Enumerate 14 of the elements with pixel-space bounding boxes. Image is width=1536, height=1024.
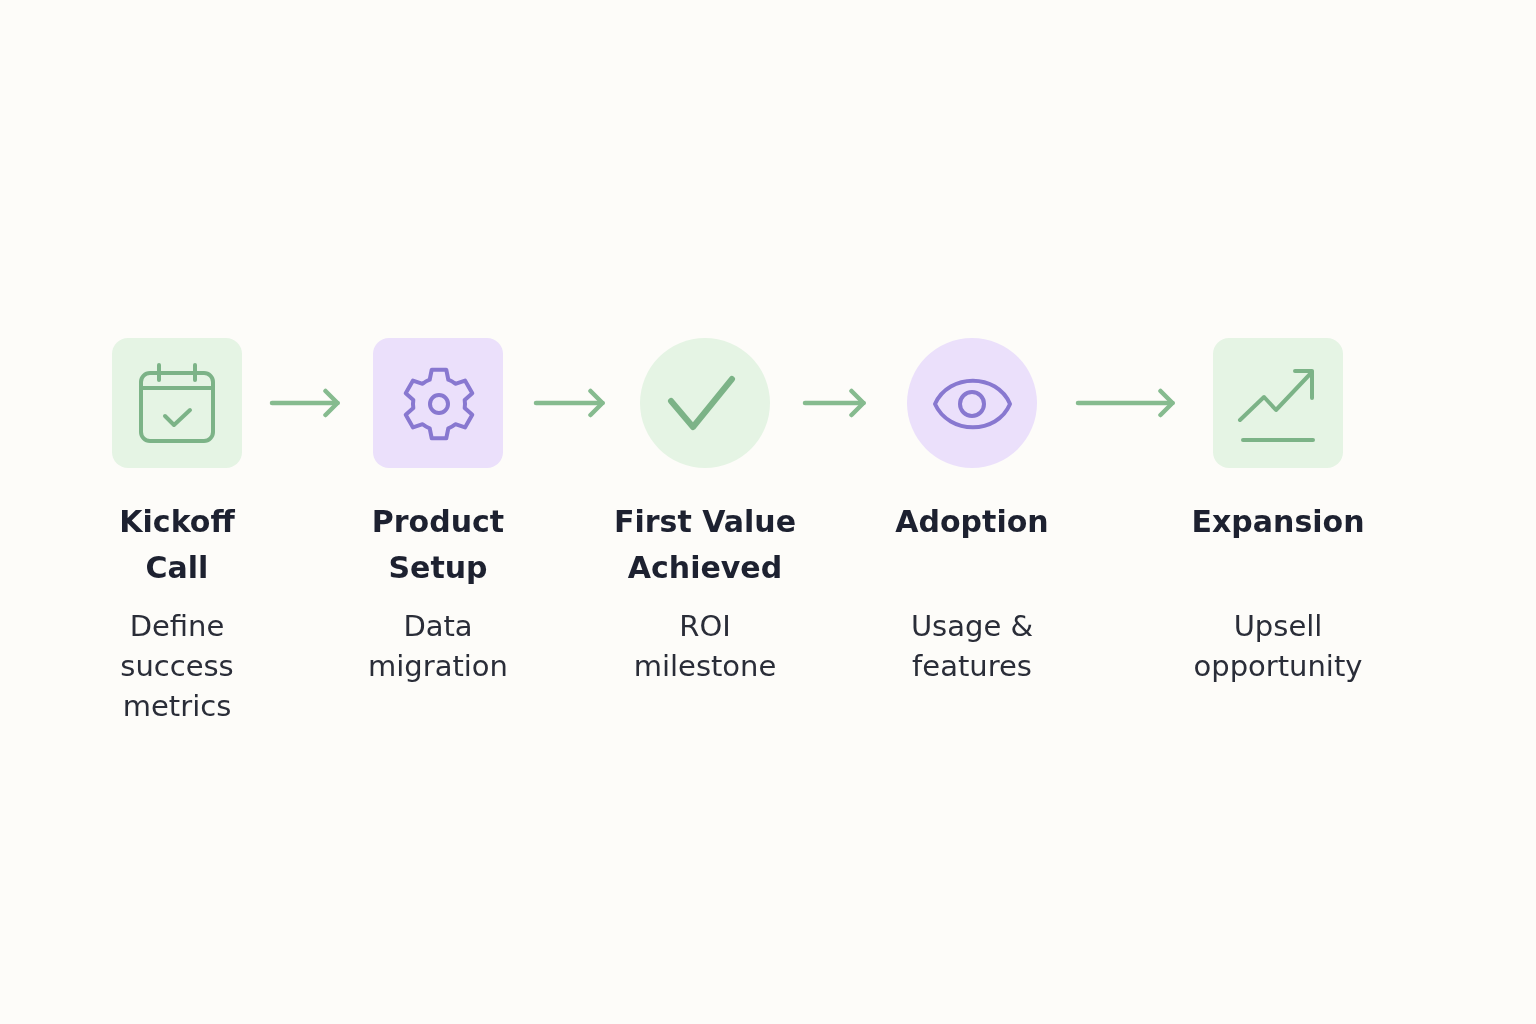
arrow <box>802 388 866 418</box>
step-title: Expansion <box>1191 503 1365 541</box>
arrow <box>533 388 605 418</box>
step-title: Kickoff Call <box>118 503 236 587</box>
step-description: ROI milestone <box>632 608 778 685</box>
step-title: First Value Achieved <box>613 503 797 587</box>
step-description: Upsell opportunity <box>1192 608 1364 685</box>
step-description: Define success metrics <box>119 608 235 725</box>
step-title: Adoption <box>895 503 1049 541</box>
step-description: Data migration <box>367 608 509 685</box>
arrow <box>1075 388 1175 418</box>
step-title: Product Setup <box>370 503 506 587</box>
step-description: Usage & features <box>909 608 1035 685</box>
arrow <box>269 388 340 418</box>
